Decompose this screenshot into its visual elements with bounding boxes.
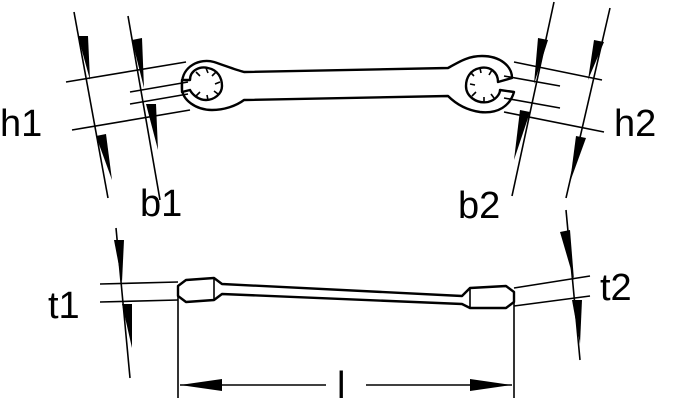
- dimension-h1-b1: [65, 11, 191, 201]
- arrow-t1-bottom: [122, 304, 132, 348]
- arrow-b1-top: [132, 38, 144, 88]
- arrow-t2-bottom: [572, 300, 582, 344]
- arrow-h1-top: [78, 36, 90, 80]
- arrow-t1-top: [114, 240, 124, 282]
- label-l: l: [337, 365, 345, 406]
- label-h2: h2: [614, 103, 656, 145]
- dimension-h2-b2: [503, 1, 611, 199]
- dimension-t2: [513, 209, 591, 361]
- arrow-l-right: [470, 379, 512, 391]
- dimension-l: [177, 296, 515, 398]
- arrow-h2-bottom: [570, 136, 586, 182]
- arrow-t2-top: [560, 230, 574, 280]
- dimension-t1: [99, 227, 179, 379]
- wrench-side-view: [176, 276, 516, 310]
- label-b1: b1: [140, 183, 182, 225]
- arrow-b2-bottom: [514, 110, 530, 160]
- arrow-l-left: [180, 379, 222, 391]
- label-b2: b2: [458, 185, 500, 227]
- wrench-top-view: [180, 54, 516, 114]
- arrow-b1-bottom: [146, 104, 158, 150]
- label-t1: t1: [48, 285, 80, 327]
- arrow-b2-top: [534, 38, 548, 84]
- arrow-h1-bottom: [96, 134, 112, 180]
- label-h1: h1: [0, 103, 42, 145]
- arrow-h2-top: [588, 40, 604, 80]
- label-t2: t2: [600, 267, 632, 309]
